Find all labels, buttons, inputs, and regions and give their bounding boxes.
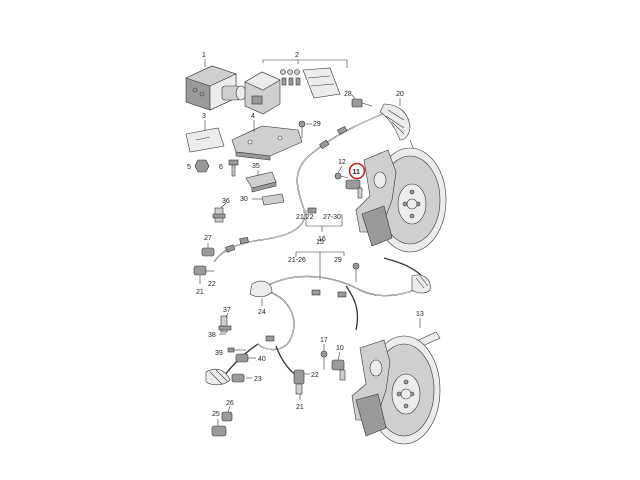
- callout-39: 39: [215, 350, 223, 357]
- callout-27: 27: [204, 235, 212, 242]
- callout-28: 28: [344, 91, 352, 98]
- rear-sensor-10: [331, 359, 346, 381]
- callout-6: 6: [219, 164, 223, 171]
- callout-21-22: 21,22: [296, 214, 314, 221]
- callout-20: 20: [396, 91, 404, 98]
- holder-36: [212, 207, 226, 223]
- plug-26: [221, 411, 233, 422]
- bolt-17: [320, 350, 328, 370]
- bolt-29-upper: [298, 120, 306, 138]
- abs-unit: [185, 65, 247, 111]
- callout-1: 1: [202, 52, 206, 59]
- callout-37: 37: [223, 307, 231, 314]
- mounting-plate: [185, 127, 225, 153]
- callout-23: 23: [254, 376, 262, 383]
- control-unit-group: [244, 67, 341, 115]
- callout-2: 2: [295, 52, 299, 59]
- callout-5: 5: [187, 164, 191, 171]
- callout-38: 38: [208, 332, 216, 339]
- nut-5: [194, 159, 210, 173]
- speed-sensor-11: [345, 179, 363, 199]
- callout-21-26: 21-26: [288, 257, 306, 264]
- callout-17: 17: [320, 337, 328, 344]
- plug-22-lower: [293, 369, 305, 395]
- rear-brake-disc: [351, 335, 441, 445]
- callout-40: 40: [258, 356, 266, 363]
- callout-3: 3: [202, 113, 206, 120]
- bolt-6: [228, 159, 239, 177]
- callout-16: 16: [318, 236, 326, 243]
- callout-21-upper: 21: [196, 289, 204, 296]
- front-brake-disc: [355, 147, 447, 253]
- callout-10: 10: [336, 345, 344, 352]
- cable-holder: [245, 171, 277, 193]
- upper-harness: [213, 107, 397, 263]
- callout-26: 26: [226, 400, 234, 407]
- callout-13: 13: [416, 311, 424, 318]
- sensor-plug-40: [235, 353, 249, 363]
- bracket-37: [218, 315, 232, 333]
- connector-24: [249, 280, 273, 298]
- plug-22-upper: [193, 265, 207, 276]
- callout-22-upper: 22: [208, 281, 216, 288]
- callout-25: 25: [212, 411, 220, 418]
- callout-11: 11: [353, 169, 361, 176]
- callout-22-lower: 22: [311, 372, 319, 379]
- cable-clip-30: [261, 193, 285, 206]
- bolt-29-lower: [352, 262, 360, 282]
- hatched-cable-23: [205, 368, 245, 386]
- plug-25: [211, 425, 227, 437]
- bolt-39: [227, 347, 246, 353]
- callout-30: 30: [240, 196, 248, 203]
- callout-35: 35: [252, 163, 260, 170]
- callout-24: 24: [258, 309, 266, 316]
- callout-4: 4: [251, 113, 255, 120]
- callout-15: 15: [316, 239, 324, 246]
- callout-29-lower: 29: [334, 257, 342, 264]
- highlight-ring: [348, 162, 366, 180]
- lower-harness: [219, 257, 431, 383]
- callout-36: 36: [222, 198, 230, 205]
- connector-28: [351, 98, 373, 108]
- callout-12: 12: [338, 159, 346, 166]
- callout-27-30: 27-30: [323, 214, 341, 221]
- callout-21-lower: 21: [296, 404, 304, 411]
- bolt-12: [334, 172, 349, 180]
- callout-29-upper: 29: [313, 121, 321, 128]
- bracket: [231, 125, 303, 161]
- connector-27: [201, 247, 215, 257]
